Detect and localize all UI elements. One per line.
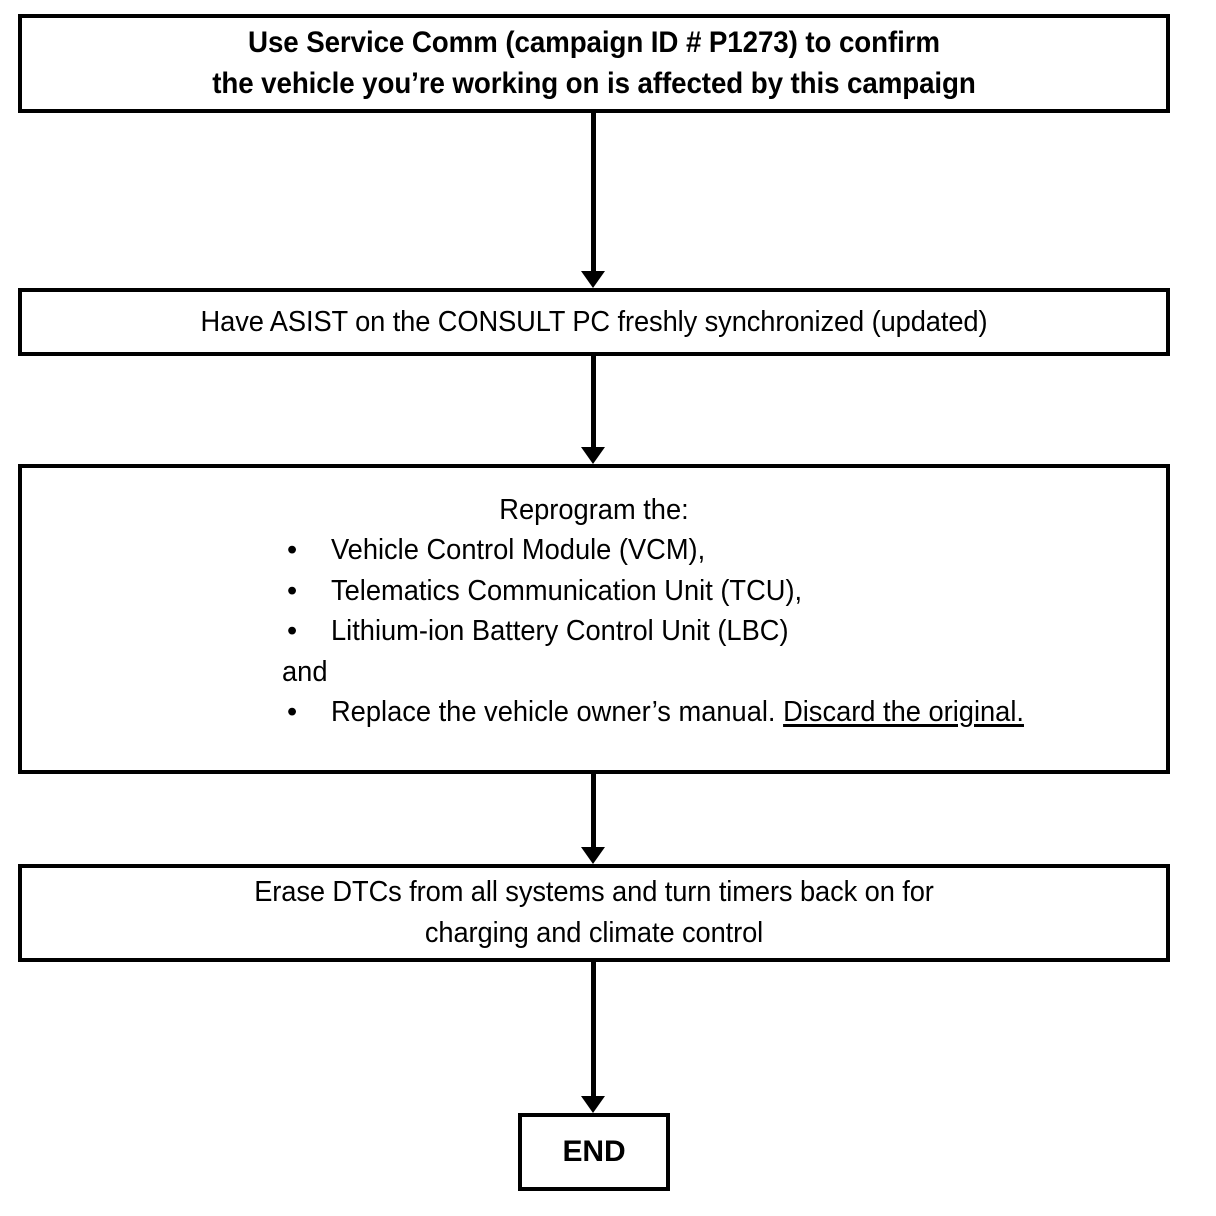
reprogram-bullet-list: • Vehicle Control Module (VCM), • Telema… bbox=[22, 530, 1166, 733]
bullet-dot-icon: • bbox=[287, 574, 298, 607]
list-item: • Replace the vehicle owner’s manual. Di… bbox=[22, 692, 1166, 733]
flow-node-erase-dtcs-line2: charging and climate control bbox=[424, 917, 764, 949]
list-item: • Vehicle Control Module (VCM), bbox=[22, 530, 1166, 571]
list-item-underlined-text: Discard the original. bbox=[783, 696, 1024, 729]
flow-node-end-label: END bbox=[562, 1135, 626, 1169]
list-item-label: Vehicle Control Module (VCM), bbox=[331, 534, 706, 567]
bullet-dot-icon: • bbox=[287, 534, 298, 567]
list-item-label: Telematics Communication Unit (TCU), bbox=[331, 574, 803, 607]
connector-arrow-reprogram-to-erase bbox=[581, 774, 605, 864]
reprogram-conjunction-label: and bbox=[282, 655, 328, 688]
flow-node-reprogram-modules: Reprogram the: • Vehicle Control Module … bbox=[18, 464, 1170, 774]
flow-node-erase-dtcs-line1: Erase DTCs from all systems and turn tim… bbox=[254, 875, 934, 908]
connector-arrow-asist-to-reprogram bbox=[581, 356, 605, 464]
flow-node-confirm-campaign: Use Service Comm (campaign ID # P1273) t… bbox=[18, 14, 1170, 113]
reprogram-heading: Reprogram the: bbox=[499, 494, 689, 526]
list-item: • Telematics Communication Unit (TCU), bbox=[22, 571, 1166, 612]
arrowhead-down-icon bbox=[581, 847, 605, 864]
list-item: • Lithium-ion Battery Control Unit (LBC) bbox=[22, 611, 1166, 652]
flow-node-confirm-campaign-line2: the vehicle you’re working on is affecte… bbox=[212, 66, 976, 100]
list-item-label: Replace the vehicle owner’s manual. Disc… bbox=[331, 692, 1024, 733]
arrowhead-down-icon bbox=[581, 1096, 605, 1113]
flow-node-asist-sync-line1: Have ASIST on the CONSULT PC freshly syn… bbox=[200, 305, 988, 338]
connector-arrow-erase-to-end bbox=[581, 962, 605, 1113]
flow-node-confirm-campaign-line1: Use Service Comm (campaign ID # P1273) t… bbox=[248, 25, 940, 59]
flow-node-erase-dtcs: Erase DTCs from all systems and turn tim… bbox=[18, 864, 1170, 962]
reprogram-conjunction: and bbox=[22, 652, 1166, 693]
flow-node-asist-sync: Have ASIST on the CONSULT PC freshly syn… bbox=[18, 288, 1170, 356]
list-item-label: Lithium-ion Battery Control Unit (LBC) bbox=[331, 615, 789, 648]
connector-arrow-confirm-to-asist bbox=[581, 113, 605, 288]
arrowhead-down-icon bbox=[581, 271, 605, 288]
flow-node-end: END bbox=[518, 1113, 670, 1191]
list-item-plain-text: Replace the vehicle owner’s manual. bbox=[331, 696, 784, 729]
bullet-dot-icon: • bbox=[287, 696, 298, 729]
arrowhead-down-icon bbox=[581, 447, 605, 464]
bullet-dot-icon: • bbox=[287, 615, 298, 648]
